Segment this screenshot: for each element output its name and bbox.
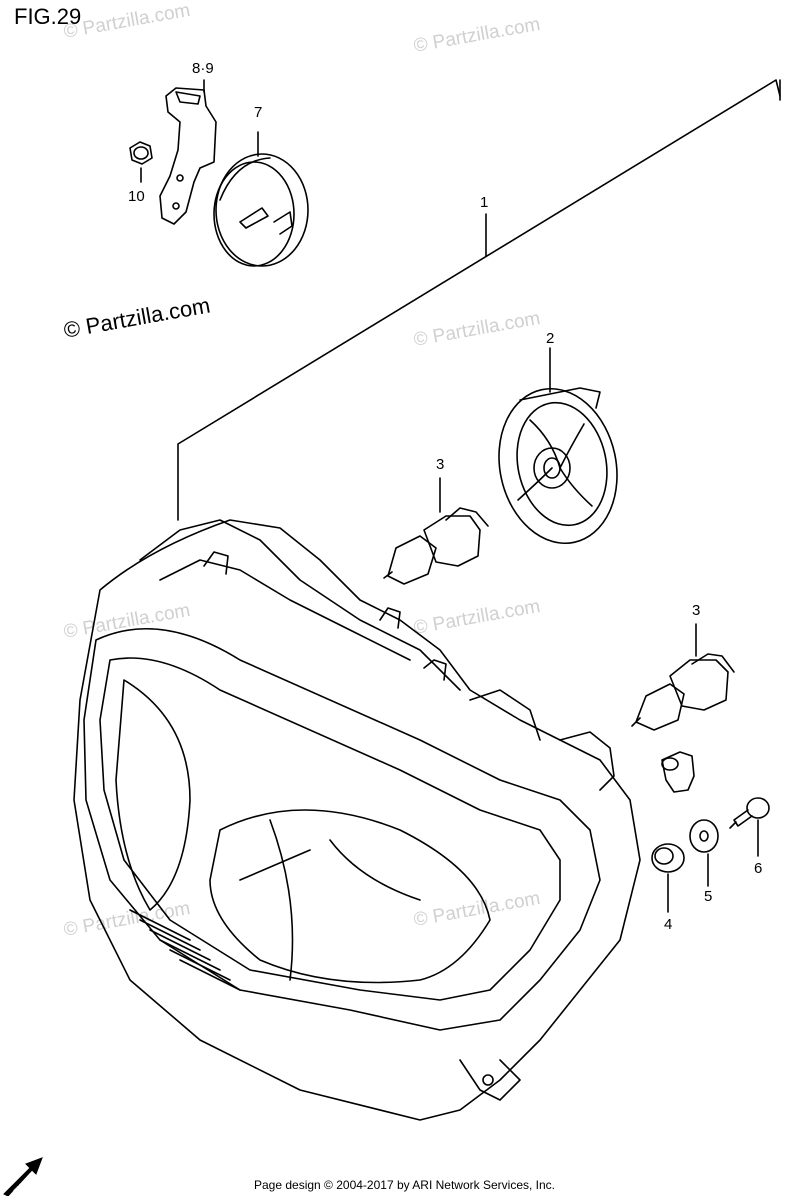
callout-part-10[interactable]: 10 <box>128 188 145 205</box>
washer-part-5 <box>689 819 719 887</box>
callout-part-3[interactable]: 3 <box>692 602 701 619</box>
callout-part-2[interactable]: 2 <box>546 330 555 347</box>
fwd-badge-label: FWD <box>12 1175 34 1196</box>
callout-part-1[interactable]: 1 <box>480 194 489 211</box>
grommet-part-4 <box>651 843 685 913</box>
bulb-part-3-upper <box>383 477 489 585</box>
bracket-part-8-9 <box>159 79 217 225</box>
callout-part-8-9[interactable]: 8·9 <box>192 60 214 77</box>
headlamp-assembly-part-1 <box>73 519 641 1121</box>
forward-arrow-icon: FWD <box>3 1157 43 1196</box>
elbow-socket <box>661 751 695 793</box>
socket-housing-part-2 <box>498 347 618 545</box>
callout-part-6[interactable]: 6 <box>754 860 763 877</box>
figure-title: FIG.29 <box>14 4 82 29</box>
page-footer: Page design © 2004-2017 by ARI Network S… <box>254 1178 556 1192</box>
callout-part-7[interactable]: 7 <box>254 104 263 121</box>
callout-part-5[interactable]: 5 <box>704 888 713 905</box>
leader-part-1 <box>177 79 781 521</box>
nut-part-10 <box>129 141 153 183</box>
cover-cap-part-7 <box>213 131 309 267</box>
callout-part-3[interactable]: 3 <box>436 456 445 473</box>
screw-part-6 <box>729 797 770 857</box>
callout-part-4[interactable]: 4 <box>664 916 673 933</box>
bulb-part-3-lower <box>631 623 735 731</box>
